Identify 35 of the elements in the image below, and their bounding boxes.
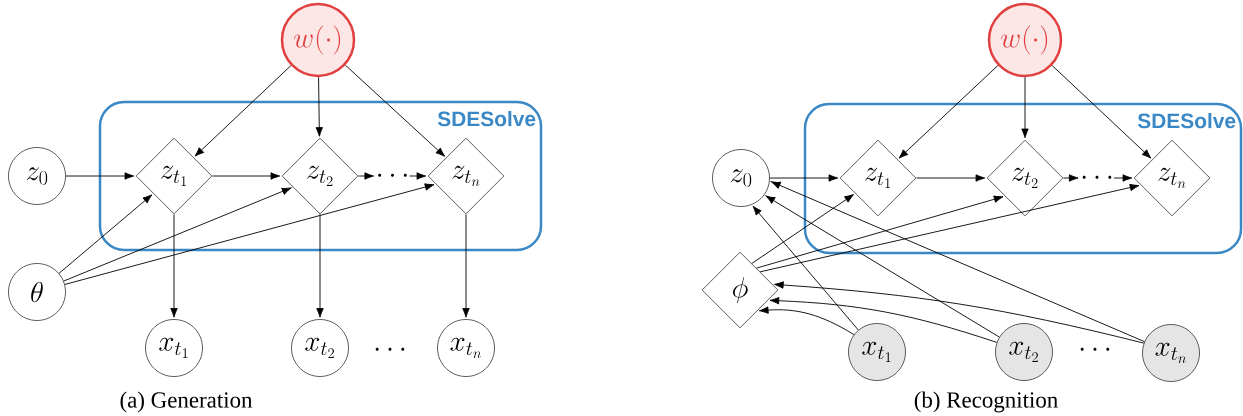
arrow bbox=[58, 194, 153, 274]
arrow bbox=[752, 205, 859, 331]
arrow bbox=[759, 183, 1140, 273]
arrow bbox=[774, 281, 1145, 344]
arrow bbox=[170, 213, 178, 318]
subfigure-caption: (b) Recognition bbox=[914, 391, 1058, 413]
arrow bbox=[63, 187, 292, 282]
ellipsis: $\cdots$ bbox=[1082, 175, 1112, 179]
arrow bbox=[769, 297, 998, 343]
arrow bbox=[1113, 174, 1133, 182]
arrow bbox=[462, 213, 470, 318]
subfigure-caption: (a) Generation bbox=[120, 391, 253, 413]
arrow bbox=[1051, 65, 1152, 159]
arrow bbox=[758, 306, 855, 336]
arrow bbox=[1062, 174, 1079, 182]
ellipsis: $\cdots$ bbox=[375, 347, 405, 351]
arrow bbox=[316, 213, 324, 318]
arrow bbox=[194, 65, 292, 157]
arrow bbox=[409, 172, 427, 180]
arrow bbox=[756, 195, 1004, 269]
arrow bbox=[1021, 76, 1029, 139]
arrow bbox=[765, 195, 1000, 338]
arrow bbox=[915, 174, 986, 182]
ellipsis: $\cdots$ bbox=[1080, 347, 1110, 351]
arrow bbox=[211, 172, 281, 180]
arrow bbox=[771, 181, 1145, 343]
arrow bbox=[357, 172, 374, 180]
arrow bbox=[64, 183, 435, 285]
arrow bbox=[751, 194, 854, 264]
arrow bbox=[769, 174, 839, 182]
arrow bbox=[65, 172, 135, 180]
arrow bbox=[898, 65, 999, 159]
ellipsis: $\cdots$ bbox=[378, 173, 407, 177]
arrow bbox=[315, 76, 323, 137]
arrow bbox=[345, 64, 446, 157]
